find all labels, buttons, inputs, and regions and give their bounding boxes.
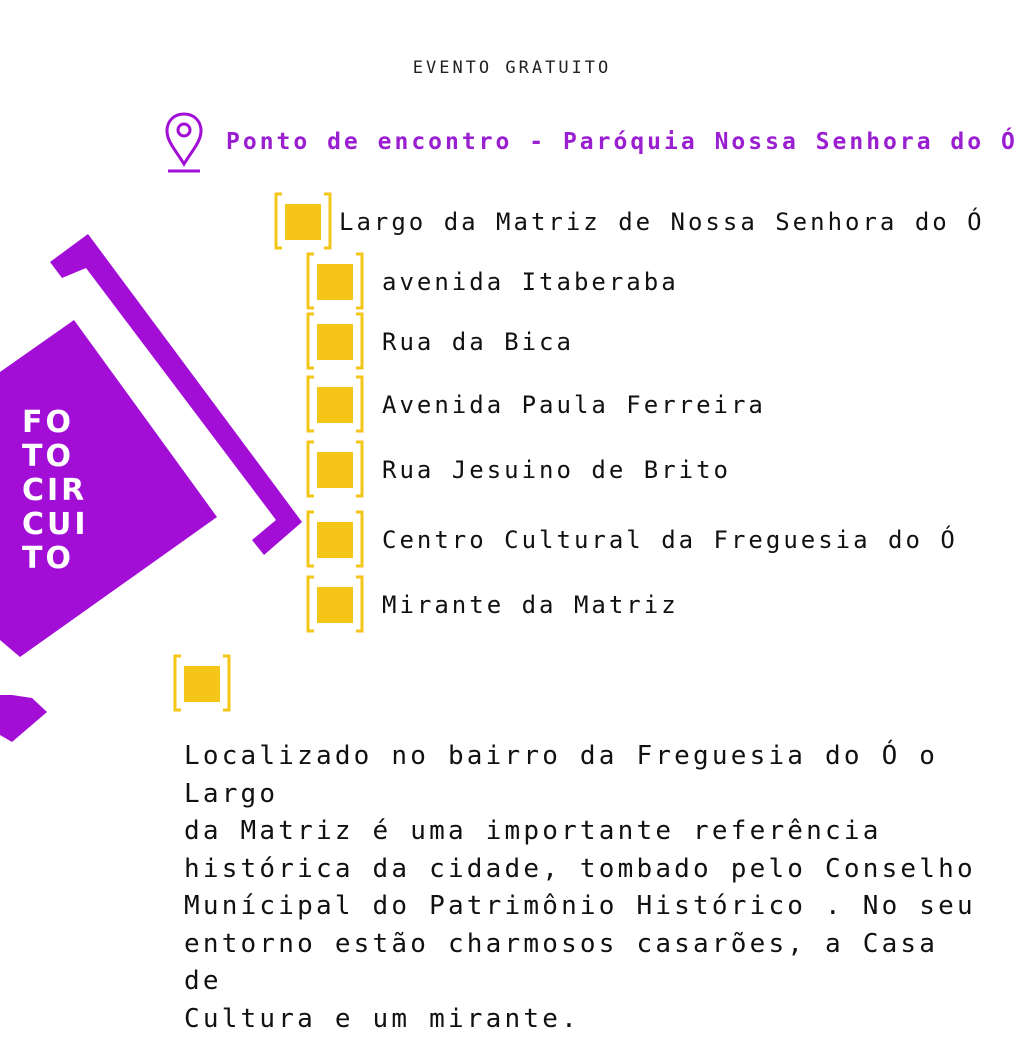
square-bullet-icon xyxy=(305,440,365,500)
purple-decoration xyxy=(0,234,302,742)
route-stop: Largo da Matriz de Nossa Senhora do Ó xyxy=(273,192,985,252)
meeting-point-text: Ponto de encontro - Paróquia Nossa Senho… xyxy=(226,129,1018,155)
description-paragraph: Localizado no bairro da Freguesia do Ó o… xyxy=(184,741,976,1034)
route-stop-label: avenida Itaberaba xyxy=(382,268,679,296)
route-stop-label: Avenida Paula Ferreira xyxy=(382,391,766,419)
purple-diamond xyxy=(0,320,217,657)
event-title: FO TO CIR CUI TO xyxy=(22,406,89,576)
meeting-point: Ponto de encontro - Paróquia Nossa Senho… xyxy=(164,110,1018,174)
square-bullet-icon xyxy=(305,510,365,570)
route-stop-label: Rua da Bica xyxy=(382,328,574,356)
route-stop: Centro Cultural da Freguesia do Ó xyxy=(305,510,958,570)
purple-bracket-lower xyxy=(0,695,47,742)
event-free-label: EVENTO GRATUITO xyxy=(412,58,612,78)
route-stop-label: Centro Cultural da Freguesia do Ó xyxy=(382,526,958,554)
event-title-line: TO xyxy=(22,541,74,576)
location-pin-icon xyxy=(165,112,203,173)
purple-bracket-upper xyxy=(50,234,302,555)
event-title-line: TO xyxy=(22,439,74,474)
square-bullet-icon xyxy=(172,654,232,714)
route-stop-label: Mirante da Matriz xyxy=(382,591,679,619)
square-bullet-icon xyxy=(305,375,365,435)
route-stop: Rua Jesuino de Brito xyxy=(305,440,731,500)
square-bullet-icon xyxy=(273,192,333,252)
route-stop-label: Largo da Matriz de Nossa Senhora do Ó xyxy=(339,208,985,236)
route-stop: Rua da Bica xyxy=(305,312,574,372)
square-bullet-icon xyxy=(305,575,365,635)
route-stop: Avenida Paula Ferreira xyxy=(305,375,766,435)
event-title-line: FO xyxy=(22,405,74,440)
square-bullet-icon xyxy=(305,312,365,372)
route-stop: avenida Itaberaba xyxy=(305,252,679,312)
square-bullet-icon xyxy=(305,252,365,312)
event-title-line: CUI xyxy=(22,507,89,542)
route-stop: Mirante da Matriz xyxy=(305,575,679,635)
route-stop-label: Rua Jesuino de Brito xyxy=(382,456,731,484)
event-title-line: CIR xyxy=(22,473,88,508)
